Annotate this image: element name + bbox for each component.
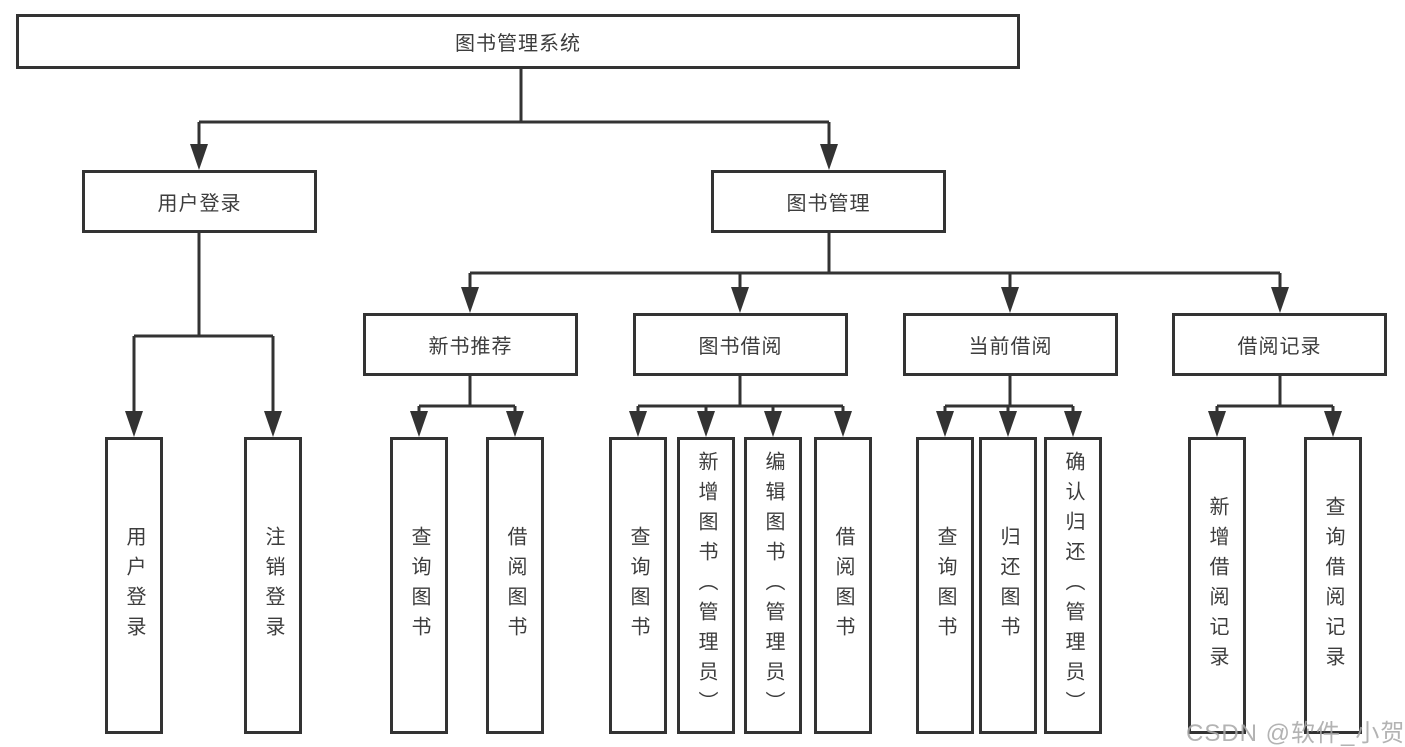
node-new-book-recommend: 新书推荐	[363, 313, 578, 376]
node-leaf-label: 查询借阅记录	[1322, 495, 1344, 676]
arrowhead-leaf	[506, 411, 524, 437]
node-borrow-records-label: 借阅记录	[1237, 336, 1322, 358]
connector-new-book-recommend-to-leaves	[417, 376, 517, 416]
arrowhead-leaf	[629, 411, 647, 437]
arrowhead-leaf	[764, 411, 782, 437]
node-leaf-query-book-2: 查询图书	[609, 437, 667, 734]
node-current-borrow-label: 当前借阅	[968, 336, 1053, 358]
arrowhead-book-borrow	[731, 287, 749, 313]
arrowhead-leaf	[834, 411, 852, 437]
arrowhead-leaf	[1208, 411, 1226, 437]
node-leaf-query-book-3: 查询图书	[916, 437, 974, 734]
node-book-borrow-label: 图书借阅	[698, 336, 783, 358]
node-leaf-label: 新增图书（管理员）	[695, 450, 717, 721]
node-new-book-recommend-label: 新书推荐	[428, 336, 513, 358]
node-leaf-label: 编辑图书（管理员）	[762, 450, 784, 721]
connector-root-to-level1	[197, 69, 831, 150]
arrowhead-leaf	[1324, 411, 1342, 437]
node-leaf-add-borrow-record: 新增借阅记录	[1188, 437, 1246, 734]
node-user-login-label: 用户登录	[157, 193, 242, 215]
arrowhead-user-login	[190, 144, 208, 170]
node-book-borrow: 图书借阅	[633, 313, 848, 376]
node-leaf-label: 查询图书	[627, 525, 649, 646]
arrowhead-leaf	[1064, 411, 1082, 437]
connector-book-management-to-level2	[468, 233, 1282, 292]
arrowhead-leaf	[697, 411, 715, 437]
node-leaf-label: 查询图书	[934, 525, 956, 646]
connector-book-borrow-to-leaves	[636, 376, 845, 416]
node-user-login: 用户登录	[82, 170, 317, 233]
node-current-borrow: 当前借阅	[903, 313, 1118, 376]
node-leaf-label: 新增借阅记录	[1206, 495, 1228, 676]
arrowhead-current-borrow	[1001, 287, 1019, 313]
node-leaf-borrow-book-1: 借阅图书	[486, 437, 544, 734]
node-leaf-query-borrow-record: 查询借阅记录	[1304, 437, 1362, 734]
arrowhead-leaf	[410, 411, 428, 437]
node-leaf-return-book: 归还图书	[979, 437, 1037, 734]
node-leaf-label: 借阅图书	[504, 525, 526, 646]
node-leaf-logout: 注销登录	[244, 437, 302, 734]
node-leaf-confirm-return-admin: 确认归还（管理员）	[1044, 437, 1102, 734]
node-leaf-edit-book-admin: 编辑图书（管理员）	[744, 437, 802, 734]
arrowhead-borrow-records	[1271, 287, 1289, 313]
connector-borrow-records-to-leaves	[1215, 376, 1335, 416]
node-root: 图书管理系统	[16, 14, 1020, 69]
node-leaf-label: 确认归还（管理员）	[1062, 450, 1084, 721]
node-leaf-label: 查询图书	[408, 525, 430, 646]
connector-current-borrow-to-leaves	[943, 376, 1075, 416]
node-leaf-label: 借阅图书	[832, 525, 854, 646]
arrowhead-leaf-login	[125, 411, 143, 437]
connector-user-login-to-leaves	[132, 233, 275, 414]
node-leaf-query-book-1: 查询图书	[390, 437, 448, 734]
arrowhead-leaf	[936, 411, 954, 437]
node-borrow-records: 借阅记录	[1172, 313, 1387, 376]
node-leaf-label: 注销登录	[262, 525, 284, 646]
node-leaf-label: 归还图书	[997, 525, 1019, 646]
arrowhead-new-book-recommend	[461, 287, 479, 313]
node-leaf-label: 用户登录	[123, 525, 145, 646]
arrowhead-leaf	[999, 411, 1017, 437]
arrowhead-leaf-logout	[264, 411, 282, 437]
node-leaf-borrow-book-2: 借阅图书	[814, 437, 872, 734]
csdn-watermark: CSDN @软件_小贺同学	[1186, 720, 1405, 747]
node-book-management: 图书管理	[711, 170, 946, 233]
node-root-label: 图书管理系统	[455, 33, 581, 55]
arrowhead-book-management	[820, 144, 838, 170]
node-book-management-label: 图书管理	[786, 193, 871, 215]
node-leaf-user-login: 用户登录	[105, 437, 163, 734]
node-leaf-add-book-admin: 新增图书（管理员）	[677, 437, 735, 734]
